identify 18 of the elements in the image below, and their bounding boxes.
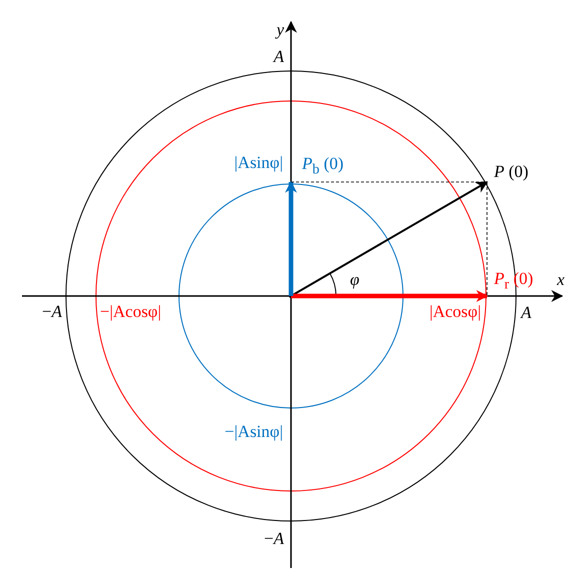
- axis-label: y: [276, 20, 284, 40]
- amplitude-label: −|Asinφ|: [224, 422, 283, 442]
- angle-label: φ: [350, 270, 360, 290]
- tick-label: −A: [264, 529, 284, 549]
- amplitude-label: −|Acosφ|: [100, 302, 162, 322]
- dashed-projection-line: [486, 182, 488, 296]
- point-label: P$_{b}$ (0): [302, 154, 344, 180]
- tick-label: −A: [42, 302, 62, 322]
- amplitude-label: |Acosφ|: [429, 302, 481, 322]
- vector-arrow: [291, 290, 488, 302]
- axis-label: x: [557, 270, 565, 290]
- point-label: P (0): [494, 162, 528, 182]
- amplitude-label: |Asinφ|: [234, 153, 283, 173]
- vector-arrow: [290, 181, 488, 297]
- origin-point: [289, 294, 293, 298]
- tick-label: A: [521, 303, 532, 323]
- tick-label: A: [274, 47, 284, 67]
- vector-arrow: [285, 180, 297, 296]
